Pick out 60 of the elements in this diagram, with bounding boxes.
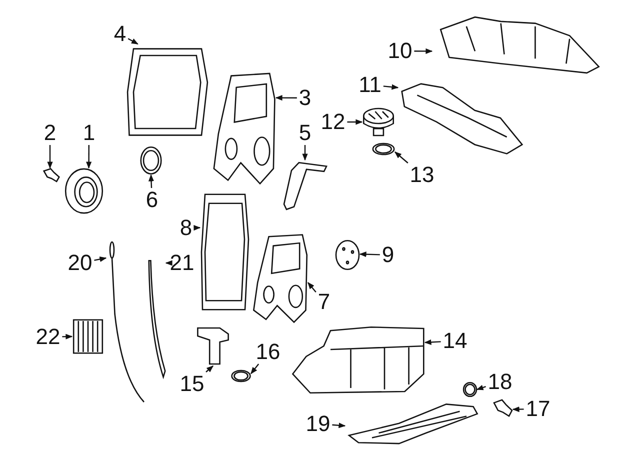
callout-number: 12 [320, 111, 346, 133]
callout-number: 3 [298, 87, 312, 109]
callout-number: 18 [488, 371, 512, 393]
leader-line [194, 225, 201, 231]
callout-number: 13 [410, 164, 434, 186]
callout-number: 6 [146, 189, 158, 211]
leader-line [47, 145, 53, 169]
leader-line [165, 260, 172, 266]
timing-cover-drawing [212, 70, 276, 186]
leader-line [250, 364, 260, 374]
leader-line [86, 145, 92, 169]
leader-line [347, 119, 363, 125]
callout-number: 16 [256, 341, 280, 363]
callout-number: 11 [358, 74, 382, 96]
gasket-drawing [398, 80, 526, 156]
callout-number: 20 [68, 252, 92, 274]
callout-number: 10 [388, 40, 412, 62]
o-ring-drawing [231, 370, 251, 382]
callout-number: 21 [170, 252, 194, 274]
oil-pan-drawing [290, 325, 425, 395]
leader-line [62, 334, 73, 340]
leader-line [476, 384, 486, 390]
callout-number: 14 [442, 330, 468, 352]
drain-plug-drawing [493, 399, 513, 418]
callout-number: 22 [36, 326, 60, 348]
leader-line [128, 38, 138, 45]
callout-number: 8 [180, 217, 192, 239]
callout-number: 17 [526, 398, 550, 420]
leader-line [414, 48, 433, 54]
cover-plate-drawing [335, 240, 360, 270]
dipstick-tube-drawing [148, 257, 166, 377]
leader-line [383, 84, 399, 90]
leader-line [206, 366, 214, 372]
leader-line [302, 145, 308, 161]
leader-line [394, 152, 408, 164]
bolt-drawing [43, 168, 60, 183]
callout-number: 4 [114, 23, 126, 45]
washer-drawing [463, 382, 477, 397]
leader-line [424, 339, 441, 345]
o-ring-drawing [372, 143, 395, 155]
callout-number: 7 [318, 291, 330, 313]
seal-drawing [64, 168, 104, 214]
oil-cap-drawing [362, 107, 395, 137]
leader-line [94, 256, 107, 262]
leader-line [275, 95, 297, 101]
callout-number: 5 [298, 122, 312, 144]
leader-line [148, 174, 154, 188]
leader-line [359, 252, 380, 258]
seal-ring-drawing [140, 146, 162, 175]
callout-number: 19 [306, 413, 330, 435]
front-cover-drawing [252, 232, 308, 324]
leader-line [308, 282, 316, 292]
callout-number: 9 [382, 244, 394, 266]
leader-line [332, 422, 346, 428]
callout-number: 15 [180, 373, 204, 395]
leader-line [512, 406, 524, 412]
callout-number: 2 [44, 122, 56, 144]
callout-number: 1 [82, 122, 96, 144]
sensor-drawing [196, 326, 230, 366]
oil-filter-drawing [72, 318, 104, 355]
